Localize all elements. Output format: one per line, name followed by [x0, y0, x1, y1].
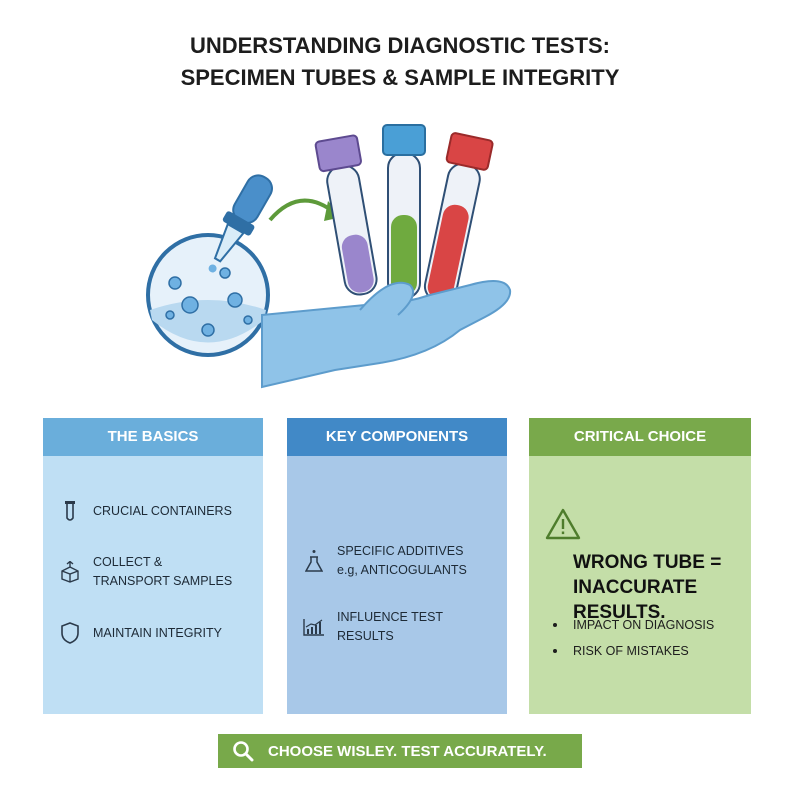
purple-tube-icon [314, 134, 378, 296]
banner-text: CHOOSE WISLEY. TEST ACCURATELY. [268, 742, 547, 760]
warning-statement: WRONG TUBE = INACCURATE RESULTS. [573, 550, 743, 625]
flask-icon [303, 550, 325, 572]
test-tube-icon [59, 500, 81, 522]
item-text: SPECIFIC ADDITIVES [337, 544, 464, 558]
list-item: INFLUENCE TEST RESULTS [303, 608, 499, 646]
card-heading: KEY COMPONENTS [287, 418, 507, 456]
statement-line: INACCURATE [573, 577, 698, 598]
box-upload-icon [59, 561, 81, 583]
call-to-action-banner: CHOOSE WISLEY. TEST ACCURATELY. [218, 734, 582, 768]
red-tube-icon [423, 132, 494, 303]
card-key-components: KEY COMPONENTS SPECIFIC ADDITIVES e.g, A… [287, 418, 507, 714]
item-text: TRANSPORT SAMPLES [93, 574, 233, 588]
item-text: COLLECT & [93, 555, 163, 569]
bullet-item: IMPACT ON DIAGNOSIS [553, 618, 714, 632]
card-heading: CRITICAL CHOICE [529, 418, 751, 456]
item-text: CRUCIAL CONTAINERS [93, 503, 232, 518]
warning-icon [545, 508, 581, 545]
card-critical-choice: CRITICAL CHOICE WRONG TUBE = INACCURATE … [529, 418, 751, 714]
sample-dish-icon [146, 233, 270, 357]
statement-line: RESULTS. [573, 602, 666, 623]
card-body: SPECIFIC ADDITIVES e.g, ANTICOGULANTS IN… [287, 456, 507, 714]
bullet-item: RISK OF MISTAKES [553, 644, 689, 658]
bullet-text: RISK OF MISTAKES [573, 644, 689, 658]
list-item: MAINTAIN INTEGRITY [59, 622, 255, 644]
bullet-text: IMPACT ON DIAGNOSIS [573, 618, 715, 632]
bullet-dot-icon [553, 623, 557, 627]
hero-illustration [146, 124, 512, 389]
search-icon [232, 740, 254, 762]
gloved-hand-icon [261, 280, 512, 389]
card-the-basics: THE BASICS CRUCIAL CONTAINERS COLLECT & … [43, 418, 263, 714]
title-line-2: SPECIMEN TUBES & SAMPLE INTEGRITY [180, 65, 620, 90]
list-item: COLLECT & TRANSPORT SAMPLES [59, 553, 255, 591]
card-heading: THE BASICS [43, 418, 263, 456]
list-item: SPECIFIC ADDITIVES e.g, ANTICOGULANTS [303, 542, 499, 580]
item-text: MAINTAIN INTEGRITY [93, 625, 222, 640]
chart-icon [303, 616, 325, 638]
bullet-dot-icon [553, 649, 557, 653]
blue-tube-icon [382, 124, 426, 299]
item-text: e.g, ANTICOGULANTS [337, 563, 467, 577]
title-line-1: UNDERSTANDING DIAGNOSTIC TESTS: [189, 33, 611, 58]
page-title: UNDERSTANDING DIAGNOSTIC TESTS: SPECIMEN… [0, 30, 800, 94]
dropper-icon [208, 174, 273, 273]
item-text: INFLUENCE TEST RESULTS [337, 610, 443, 643]
list-item: CRUCIAL CONTAINERS [59, 500, 255, 522]
card-body: CRUCIAL CONTAINERS COLLECT & TRANSPORT S… [43, 456, 263, 714]
statement-line: WRONG TUBE = [573, 552, 722, 573]
card-body: WRONG TUBE = INACCURATE RESULTS. IMPACT … [529, 456, 751, 714]
shield-icon [59, 622, 81, 644]
